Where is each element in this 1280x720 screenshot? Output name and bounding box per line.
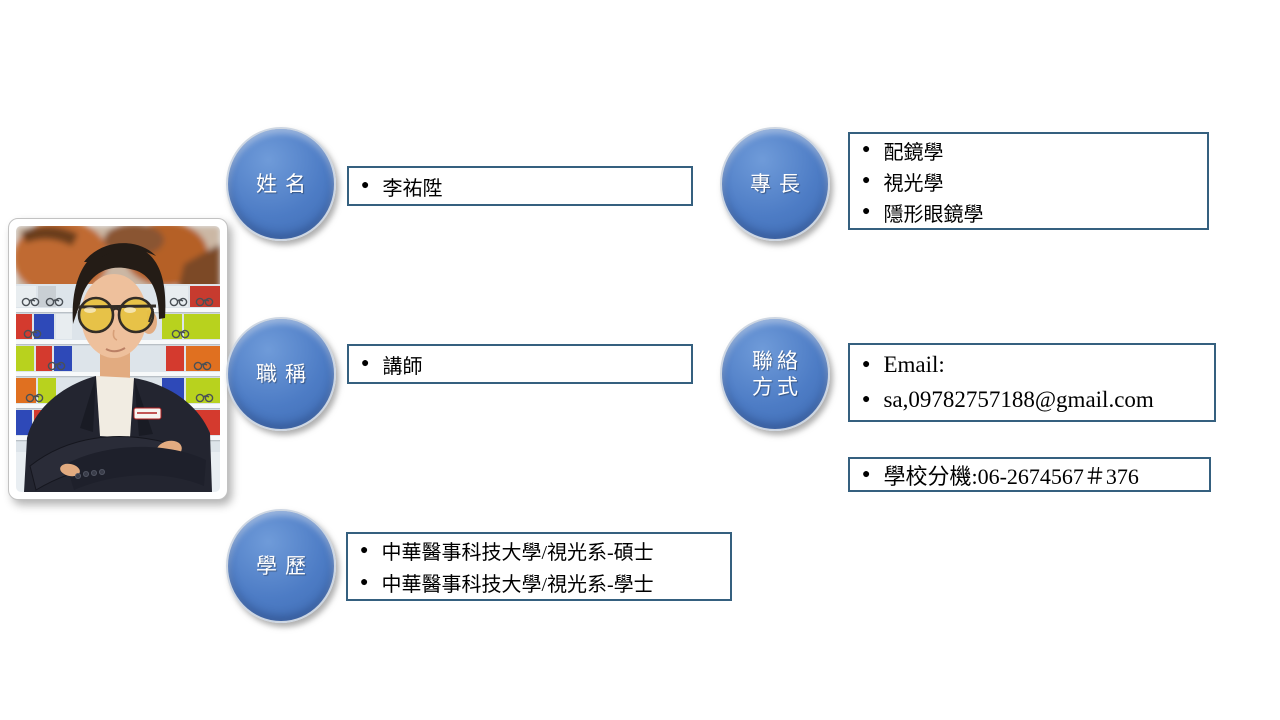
list-item: ● 中華醫事科技大學/視光系-學士 [360,567,724,599]
badge-education: 學歷 [226,509,336,623]
sunglasses [77,296,157,334]
badge-contact-label-line1: 聯絡 [752,349,802,373]
profile-photo [16,226,220,492]
bullet-icon: ● [361,178,370,193]
job-title-value: 講師 [382,355,423,378]
list-item: ● 學校分機:06-2674567＃376 [862,459,1203,491]
bullet-icon: ● [862,142,871,157]
school-extension: 學校分機:06-2674567＃376 [883,463,1139,489]
list-item: ● 講師 [361,350,685,379]
specialty-item: 隱形眼鏡學 [883,203,984,226]
badge-job-title-label: 職稱 [256,362,314,386]
list-item: ● 中華醫事科技大學/視光系-碩士 [360,535,724,567]
bullet-icon: ● [862,204,871,219]
badge-specialty-label: 專長 [750,172,808,196]
eyeglasses-icons [21,297,214,435]
badge-contact-label-line2: 方式 [752,375,802,399]
contact-box: ● Email: ● sa,09782757188@gmail.com [848,343,1216,422]
list-item: ● 李祐陞 [361,172,685,201]
man-figure [24,243,212,492]
badge-job-title: 職稱 [226,317,336,431]
badge-contact: 聯絡 方式 [720,317,830,431]
bullet-icon: ● [862,357,871,372]
list-item: ● 配鏡學 [862,135,1201,166]
list-item: ● Email: [862,348,1208,383]
contact-email-address: sa,09782757188@gmail.com [883,387,1154,412]
job-title-box: ● 講師 [347,344,693,384]
badge-name-label: 姓名 [256,172,314,196]
extension-box: ● 學校分機:06-2674567＃376 [848,457,1211,492]
bullet-icon: ● [361,356,370,371]
list-item: ● 隱形眼鏡學 [862,197,1201,228]
bullet-icon: ● [360,574,369,590]
badge-specialty: 專長 [720,127,830,241]
education-item: 中華醫事科技大學/視光系-學士 [381,574,654,596]
contact-email-label: Email: [883,352,945,377]
bullet-icon: ● [862,392,871,407]
specialty-item: 配鏡學 [883,141,944,164]
name-value: 李祐陞 [382,177,443,200]
bullet-icon: ● [862,173,871,188]
badge-name: 姓名 [226,127,336,241]
specialty-item: 視光學 [883,172,944,195]
name-box: ● 李祐陞 [347,166,693,206]
bullet-icon: ● [862,466,871,482]
bullet-icon: ● [360,542,369,558]
specialty-box: ● 配鏡學 ● 視光學 ● 隱形眼鏡學 [848,132,1209,230]
education-box: ● 中華醫事科技大學/視光系-碩士 ● 中華醫事科技大學/視光系-學士 [346,532,732,601]
profile-photo-frame [8,218,228,500]
list-item: ● 視光學 [862,166,1201,197]
list-item: ● sa,09782757188@gmail.com [862,383,1208,418]
badge-education-label: 學歷 [256,554,314,578]
education-item: 中華醫事科技大學/視光系-碩士 [381,542,654,564]
